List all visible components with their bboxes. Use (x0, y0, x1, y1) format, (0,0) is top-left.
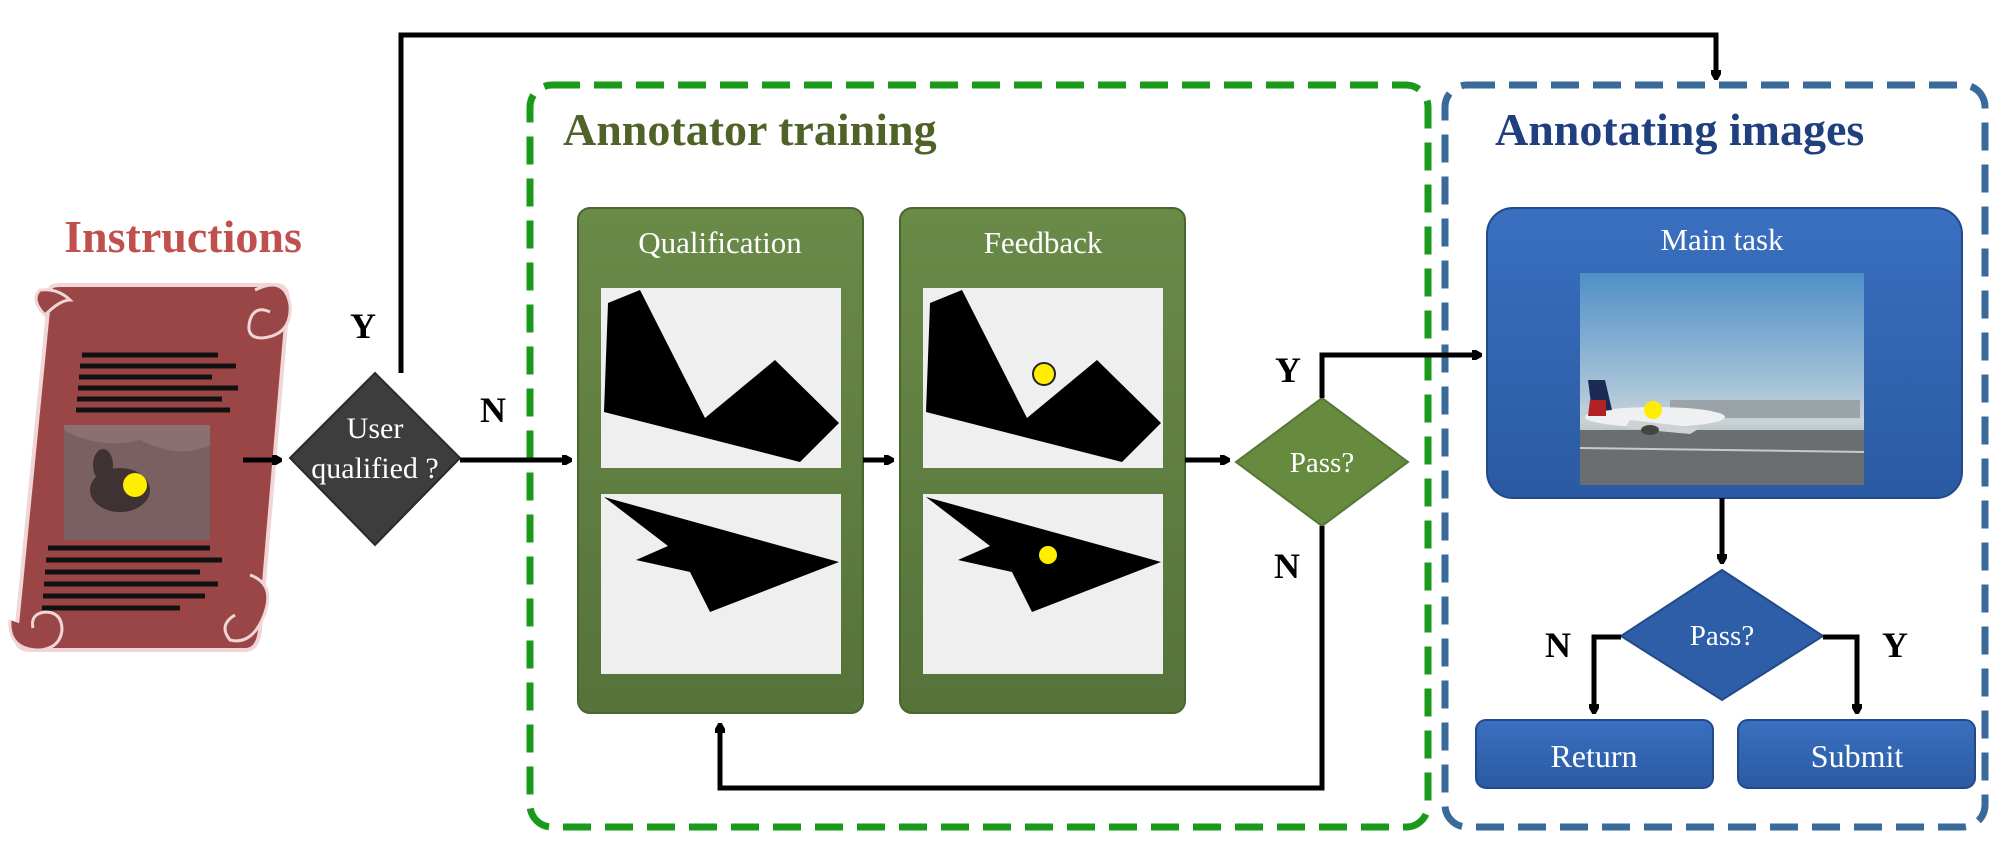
qualification-polygon-1 (604, 290, 839, 462)
flow-connectors (243, 32, 1857, 791)
training-pass-no-label: N (1274, 546, 1300, 586)
user-qualified-label-line1: User (347, 412, 404, 445)
annotating-title: Annotating images (1495, 104, 1864, 155)
scroll-text-lines-top (76, 352, 238, 413)
training-title: Annotator training (563, 104, 937, 155)
arrow-qualified-yes-to-annotating (398, 32, 1716, 373)
submit-button[interactable]: Submit (1737, 719, 1976, 789)
training-container (526, 81, 1432, 831)
scroll-marker-dot (123, 473, 147, 497)
annotating-pass-decision (1619, 568, 1825, 702)
main-task-marker-dot (1644, 401, 1662, 419)
feedback-marker-dot-1 (1032, 362, 1056, 386)
annotating-container (1441, 81, 1989, 831)
annotating-pass-no-label: N (1545, 625, 1571, 665)
user-qualified-label-line2: qualified ? (311, 452, 438, 485)
scroll-text-lines-bottom (42, 545, 222, 611)
feedback-marker-dot-2 (1039, 546, 1057, 564)
annotating-pass-yes-label: Y (1882, 625, 1908, 665)
arrow-pass-no-back-to-qualification (720, 526, 1325, 791)
arrow-pass-no-to-return (1594, 634, 1621, 712)
submit-button-label: Submit (1811, 738, 1904, 774)
feedback-polygon-1 (926, 290, 1161, 462)
training-pass-label: Pass? (1290, 447, 1354, 479)
training-pass-yes-label: Y (1275, 350, 1301, 390)
arrow-pass-yes-to-submit (1823, 634, 1857, 712)
return-button[interactable]: Return (1475, 719, 1714, 789)
instructions-title: Instructions (64, 211, 302, 262)
main-task-panel: Main task (1486, 207, 1963, 499)
feedback-panel: Feedback (899, 207, 1186, 714)
feedback-title: Feedback (984, 225, 1103, 260)
return-button-label: Return (1550, 738, 1637, 774)
qualification-polygon-2 (604, 497, 839, 612)
annotating-pass-label: Pass? (1690, 620, 1754, 652)
user-qualified-yes-label: Y (350, 306, 376, 346)
airplane-photo (1579, 273, 1865, 485)
user-qualified-decision (288, 371, 462, 547)
user-qualified-no-label: N (480, 390, 506, 430)
qualification-title: Qualification (638, 225, 802, 260)
instructions-scroll-icon (8, 283, 292, 652)
arrow-pass-yes-to-main-task (1319, 355, 1480, 398)
qualification-panel: Qualification (577, 207, 864, 714)
main-task-title: Main task (1660, 222, 1784, 257)
